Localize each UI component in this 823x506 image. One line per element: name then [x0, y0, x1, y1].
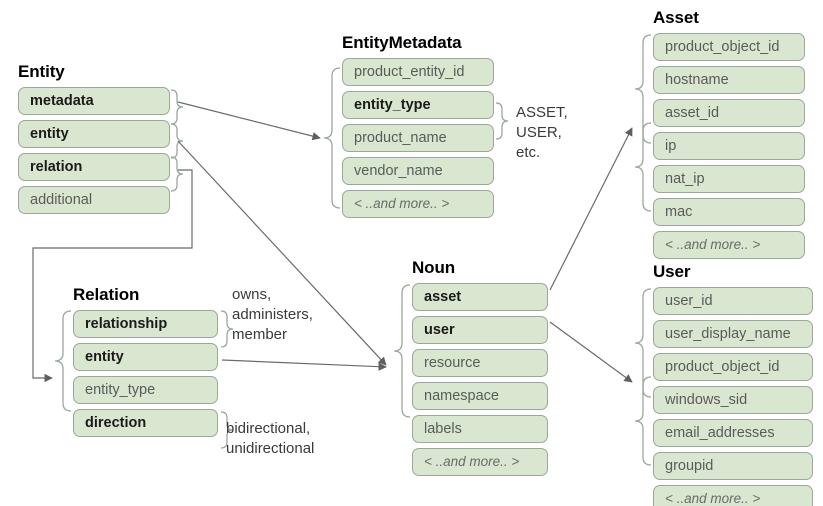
relation-brace — [54, 310, 72, 412]
field-user-4[interactable]: email_addresses — [653, 419, 813, 447]
group-title-entity-metadata: EntityMetadata — [342, 33, 462, 52]
noun-brace — [393, 284, 411, 418]
field-user-5[interactable]: groupid — [653, 452, 813, 480]
field-relation-2[interactable]: entity_type — [73, 376, 218, 404]
field-entity-metadata-4[interactable]: < ..and more.. > — [342, 190, 494, 218]
field-noun-2[interactable]: resource — [412, 349, 548, 377]
field-entity-metadata-1[interactable]: entity_type — [342, 91, 494, 119]
field-entity-1[interactable]: entity — [18, 120, 170, 148]
entity-type-brace — [495, 102, 509, 140]
field-user-0[interactable]: user_id — [653, 287, 813, 315]
field-noun-0[interactable]: asset — [412, 283, 548, 311]
field-noun-4[interactable]: labels — [412, 415, 548, 443]
note-relationship-values: owns, administers, member — [232, 286, 313, 343]
field-entity-metadata-2[interactable]: product_name — [342, 124, 494, 152]
edge-metadata-to-entitymetadata — [177, 101, 321, 141]
field-user-1[interactable]: user_display_name — [653, 320, 813, 348]
field-asset-4[interactable]: nat_ip — [653, 165, 805, 193]
field-relation-0[interactable]: relationship — [73, 310, 218, 338]
field-relation-1[interactable]: entity — [73, 343, 218, 371]
note-direction-values: bidirectional, unidirectional — [226, 420, 315, 457]
field-noun-5[interactable]: < ..and more.. > — [412, 448, 548, 476]
group-title-asset: Asset — [653, 8, 699, 27]
field-entity-3[interactable]: additional — [18, 186, 170, 214]
field-asset-6[interactable]: < ..and more.. > — [653, 231, 805, 259]
field-entity-metadata-0[interactable]: product_entity_id — [342, 58, 494, 86]
field-asset-0[interactable]: product_object_id — [653, 33, 805, 61]
field-user-2[interactable]: product_object_id — [653, 353, 813, 381]
asset-brace — [634, 34, 652, 144]
field-asset-2[interactable]: asset_id — [653, 99, 805, 127]
field-asset-5[interactable]: mac — [653, 198, 805, 226]
edge-user-to-user — [549, 321, 633, 383]
group-title-user: User — [653, 262, 691, 281]
field-noun-1[interactable]: user — [412, 316, 548, 344]
note-entity-type-values: ASSET, USER, etc. — [516, 104, 568, 161]
field-noun-3[interactable]: namespace — [412, 382, 548, 410]
group-title-noun: Noun — [412, 258, 456, 277]
user-brace-lower — [634, 376, 652, 466]
field-user-3[interactable]: windows_sid — [653, 386, 813, 414]
field-asset-3[interactable]: ip — [653, 132, 805, 160]
field-entity-metadata-3[interactable]: vendor_name — [342, 157, 494, 185]
entity-field-braces — [170, 89, 184, 192]
field-entity-2[interactable]: relation — [18, 153, 170, 181]
user-brace — [634, 288, 652, 398]
field-entity-0[interactable]: metadata — [18, 87, 170, 115]
field-relation-3[interactable]: direction — [73, 409, 218, 437]
group-title-relation: Relation — [73, 285, 140, 304]
entity-metadata-brace — [323, 67, 341, 209]
field-asset-1[interactable]: hostname — [653, 66, 805, 94]
edge-relationentity-to-noun — [221, 359, 387, 371]
asset-brace-lower — [634, 122, 652, 212]
group-title-entity: Entity — [18, 62, 65, 81]
field-user-6[interactable]: < ..and more.. > — [653, 485, 813, 506]
